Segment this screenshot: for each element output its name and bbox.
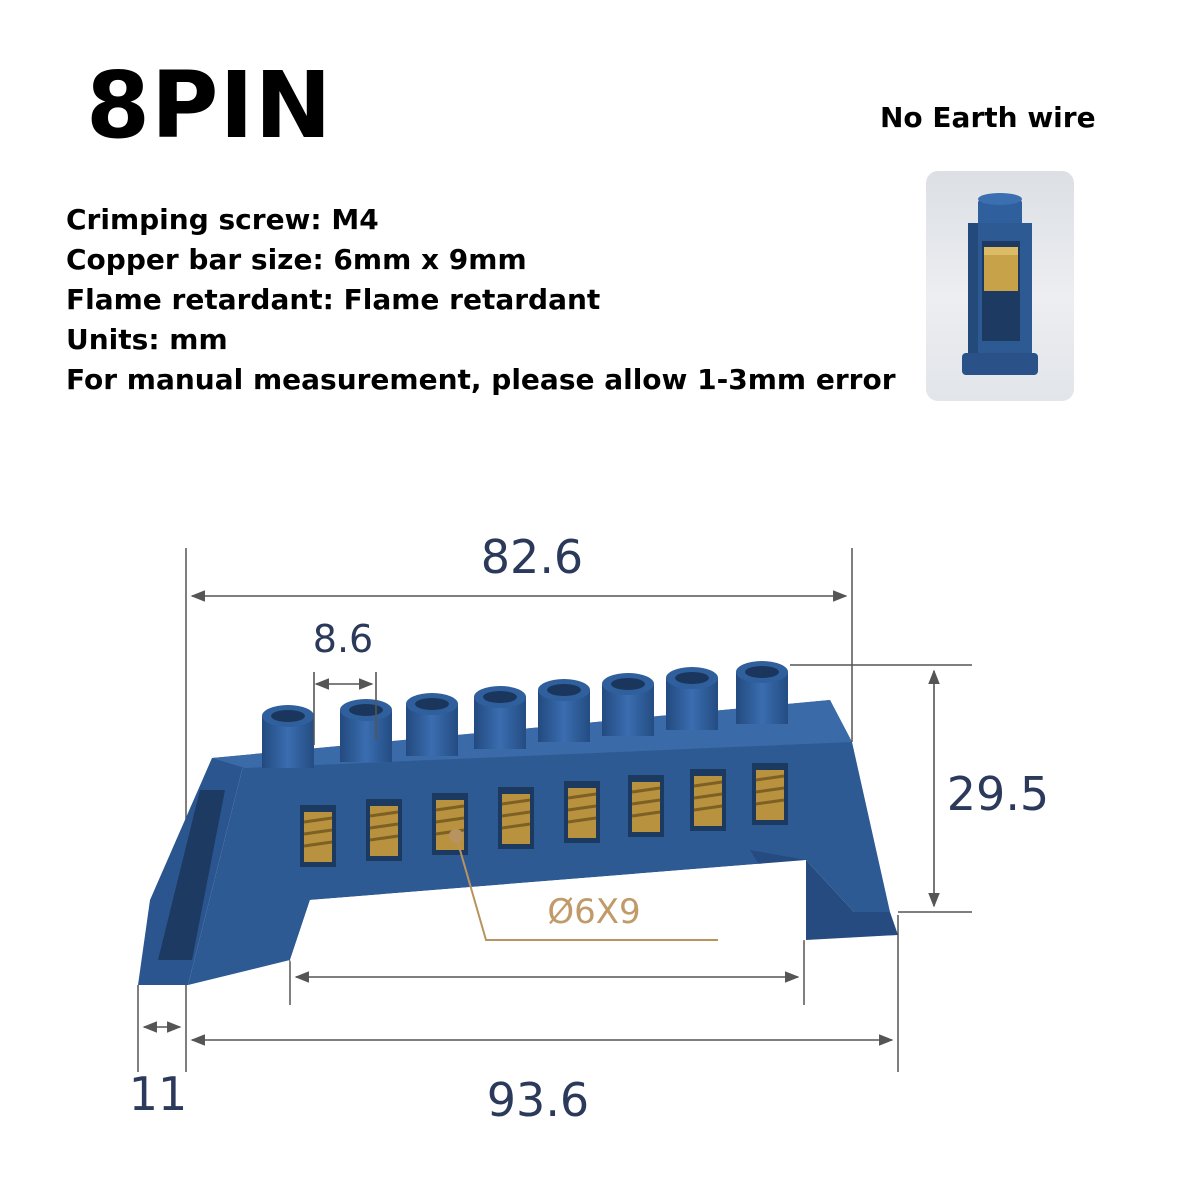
screw-cylinder xyxy=(602,673,654,736)
terminal-window xyxy=(300,805,336,867)
terminal-window xyxy=(432,793,468,855)
screw-cylinders xyxy=(262,661,788,768)
dim-label-pitch: 8.6 xyxy=(313,617,373,661)
terminal-window xyxy=(366,799,402,861)
terminal-windows xyxy=(300,763,788,867)
spec-copper-bar-size: Copper bar size: 6mm x 9mm xyxy=(66,243,527,276)
dim-label-total-width: 93.6 xyxy=(487,1073,589,1127)
variant-label: No Earth wire xyxy=(880,101,1096,134)
screw-cylinder xyxy=(340,699,392,762)
terminal-window xyxy=(752,763,788,825)
spec-measurement-note: For manual measurement, please allow 1-3… xyxy=(66,363,896,396)
dim-label-top-width: 82.6 xyxy=(481,530,583,584)
dimension-drawing: 82.6 8.6 29.5 Ø6X9 11 93.6 xyxy=(129,530,1049,1127)
dim-label-bar-size: Ø6X9 xyxy=(547,892,640,932)
terminal-window xyxy=(498,787,534,849)
bar-callout xyxy=(449,829,718,941)
screw-cylinder xyxy=(736,661,788,724)
spec-flame-retardant: Flame retardant: Flame retardant xyxy=(66,283,601,316)
screw-cylinder xyxy=(262,705,314,768)
spec-crimping-screw: Crimping screw: M4 xyxy=(66,203,379,236)
screw-cylinder xyxy=(406,693,458,756)
product-title: 8PIN xyxy=(86,52,333,159)
terminal-window xyxy=(690,769,726,831)
side-view-photo xyxy=(926,171,1074,401)
screw-cylinder xyxy=(538,679,590,742)
dim-label-height: 29.5 xyxy=(947,767,1049,821)
spec-units: Units: mm xyxy=(66,323,228,356)
screw-cylinder xyxy=(666,667,718,730)
spec-list: Crimping screw: M4 Copper bar size: 6mm … xyxy=(66,200,896,400)
dim-label-foot: 11 xyxy=(129,1067,188,1121)
screw-cylinder xyxy=(474,686,526,749)
terminal-window xyxy=(564,781,600,843)
terminal-window xyxy=(628,775,664,837)
